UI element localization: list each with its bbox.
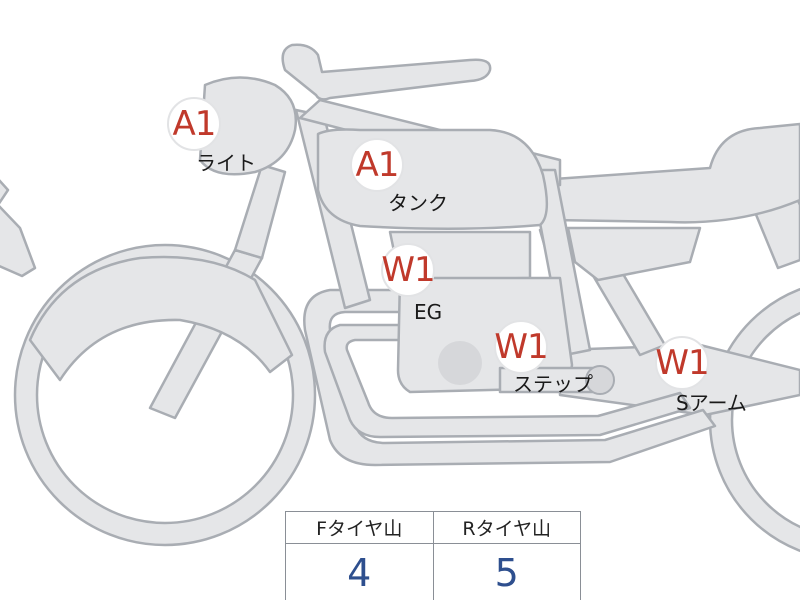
grade-badge-light: A1 (167, 97, 221, 151)
front-tire-header: Fタイヤ山 (285, 511, 434, 544)
exhaust-pipe-upper (323, 323, 692, 439)
part-label-engine: EG (414, 300, 443, 324)
grade-badge-engine: W1 (381, 243, 436, 297)
headlight (198, 76, 298, 176)
part-label-tank: タンク (388, 191, 448, 215)
front-tire-value: 4 (285, 543, 434, 600)
grade-badge-tank: A1 (350, 138, 404, 192)
part-label-swingarm: Sアーム (676, 391, 747, 415)
grade-badge-step: W1 (494, 320, 549, 374)
part-label-light: ライト (196, 151, 256, 175)
rear-tire-value: 5 (432, 543, 581, 600)
tire-tread-table: Fタイヤ山 Rタイヤ山 4 5 (285, 511, 581, 600)
seat (538, 122, 800, 224)
grade-badge-swingarm: W1 (655, 336, 710, 390)
rear-tire-header: Rタイヤ山 (432, 511, 581, 544)
rear-wheel (708, 287, 800, 553)
tire-table-header-row: Fタイヤ山 Rタイヤ山 (285, 511, 581, 544)
front-fender (28, 255, 294, 382)
part-label-step: ステップ (513, 372, 593, 396)
side-cover (566, 226, 702, 282)
left-partial-shape (0, 179, 37, 278)
tire-table-value-row: 4 5 (285, 543, 581, 600)
handlebar (281, 43, 492, 101)
fork-stanchion (233, 163, 287, 260)
